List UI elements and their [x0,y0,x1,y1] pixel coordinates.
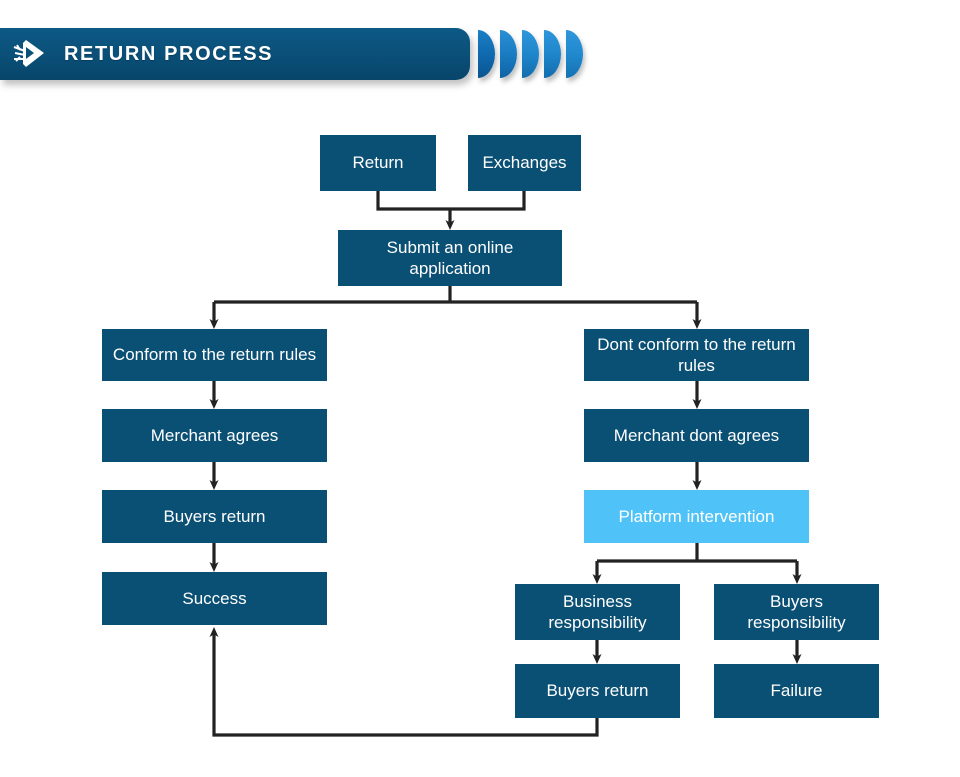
node-submit-online-application[interactable]: Submit an online application [338,230,562,286]
node-conform-to-return-rules[interactable]: Conform to the return rules [102,329,327,381]
node-merchant-agrees[interactable]: Merchant agrees [102,409,327,462]
node-failure[interactable]: Failure [714,664,879,718]
half-circle-decoration-3 [522,30,539,78]
node-merchant-dont-agrees[interactable]: Merchant dont agrees [584,409,809,462]
node-exchanges[interactable]: Exchanges [468,135,581,191]
node-buyers-responsibility[interactable]: Buyers responsibility [714,584,879,640]
half-circle-decoration-4 [544,30,561,78]
page-title: RETURN PROCESS [64,43,274,65]
node-success[interactable]: Success [102,572,327,625]
node-business-responsibility[interactable]: Business responsibility [515,584,680,640]
play-arrow-motion-icon [12,37,48,71]
node-platform-intervention[interactable]: Platform intervention [584,490,809,543]
node-dont-conform-to-return-rules[interactable]: Dont conform to the return rules [584,329,809,381]
edge-return-exchanges-join [376,191,526,211]
node-buyers-return-right[interactable]: Buyers return [515,664,680,718]
header-banner: RETURN PROCESS [0,28,470,80]
node-buyers-return-left[interactable]: Buyers return [102,490,327,543]
node-return[interactable]: Return [320,135,436,191]
half-circle-decoration-2 [500,30,517,78]
half-circle-decoration-5 [566,30,583,78]
half-circle-decoration-1 [478,30,495,78]
edge-feedback-loop-to-success [209,627,599,737]
